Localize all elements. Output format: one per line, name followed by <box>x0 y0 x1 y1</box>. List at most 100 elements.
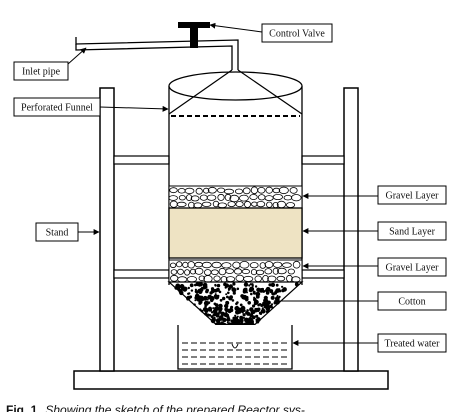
cotton-fiber <box>271 306 274 309</box>
cotton-fiber <box>242 313 246 317</box>
caption-text: Showing the sketch of the prepared React… <box>45 403 304 412</box>
cotton-fiber <box>199 296 205 302</box>
cotton-fiber <box>234 314 237 317</box>
cotton-fiber <box>189 283 194 288</box>
gravel-stone <box>211 261 222 269</box>
gravel-stone <box>190 195 200 202</box>
cotton-fiber <box>219 308 222 311</box>
label-cotton: Cotton <box>377 291 447 311</box>
cotton-fiber <box>242 316 245 319</box>
cotton-fiber <box>232 288 237 293</box>
cotton-fiber <box>263 295 268 300</box>
cotton-fiber <box>262 301 266 306</box>
cotton-fiber <box>208 308 213 312</box>
cotton-fiber <box>265 310 269 314</box>
gravel-stone <box>233 268 243 275</box>
label-stand: Stand <box>35 222 79 242</box>
cotton-fiber <box>245 311 249 315</box>
cotton-fiber <box>241 296 245 300</box>
cotton-fiber <box>214 284 217 287</box>
cotton-fiber <box>270 282 276 287</box>
gravel-stone <box>201 201 212 207</box>
cotton-fiber <box>274 291 277 295</box>
gravel-stone <box>186 194 193 202</box>
cotton-fiber <box>218 310 222 314</box>
cotton-fiber <box>199 308 202 311</box>
cotton-fiber <box>226 307 228 309</box>
cotton-fiber <box>254 285 258 288</box>
cotton-fiber <box>241 311 244 314</box>
gravel-stone <box>255 269 265 276</box>
cotton-fiber <box>258 311 263 315</box>
gravel-stone <box>213 275 221 282</box>
cotton-fiber <box>265 288 269 293</box>
gravel-layer-bottom-label: Gravel Layer <box>385 263 439 274</box>
gravel-stone <box>221 262 232 269</box>
gravel-stone <box>264 268 273 275</box>
cotton-fiber <box>251 283 254 286</box>
cotton-fiber <box>198 301 202 305</box>
gravel-stone <box>239 260 250 269</box>
stand-right-post <box>343 87 359 372</box>
gravel-stone <box>207 186 217 194</box>
gravel-stone <box>170 269 178 275</box>
gravel-stone <box>251 201 258 207</box>
cotton-fiber <box>216 283 221 288</box>
cotton-fiber <box>266 300 271 305</box>
gravel-stone <box>276 275 286 282</box>
control-valve <box>178 22 210 48</box>
gravel-stone <box>272 187 281 194</box>
label-gravel-layer-bottom: Gravel Layer <box>377 257 447 277</box>
gravel-stone <box>292 260 301 269</box>
treated-water-tray <box>177 325 293 370</box>
gravel-stone <box>184 187 195 194</box>
gravel-stone <box>257 187 266 194</box>
cotton-fiber <box>194 296 198 300</box>
cotton-fiber <box>204 304 207 308</box>
inlet-pipe-label: Inlet pipe <box>22 67 61 78</box>
gravel-stone <box>217 193 225 201</box>
gravel-stone <box>223 188 235 195</box>
gravel-stone <box>272 261 283 268</box>
cotton-fiber <box>225 313 230 318</box>
cotton-fiber <box>250 313 254 317</box>
cotton-fiber <box>212 313 216 317</box>
cotton-fiber <box>248 288 253 293</box>
cotton-fiber <box>250 320 254 324</box>
arrow-control-valve <box>209 22 263 33</box>
gravel-stone <box>195 187 203 195</box>
gravel-stone <box>272 193 283 200</box>
gravel-layer-top-label: Gravel Layer <box>385 191 439 202</box>
gravel-stone <box>189 268 197 275</box>
cotton-fiber <box>222 296 226 301</box>
cotton-fiber <box>209 296 215 301</box>
gravel-stone <box>287 268 295 275</box>
cotton-fiber <box>218 315 224 321</box>
label-perforated-funnel: Perforated Funnel <box>13 97 101 117</box>
label-inlet-pipe: Inlet pipe <box>13 61 69 81</box>
cotton-fiber <box>205 289 209 294</box>
cotton-fiber <box>231 299 235 302</box>
cotton-fiber <box>228 289 230 291</box>
cotton-fiber <box>257 317 260 320</box>
treated-water-label: Treated water <box>385 339 441 350</box>
cotton-fiber <box>235 302 238 306</box>
cotton-fiber <box>210 315 214 319</box>
cotton-fiber <box>255 291 261 297</box>
cotton-fiber <box>270 303 274 306</box>
cotton-fiber <box>228 296 233 301</box>
gravel-stone <box>259 262 266 269</box>
gravel-stone <box>235 201 244 208</box>
gravel-stone <box>206 194 217 201</box>
cotton-fiber <box>193 303 196 306</box>
cotton-fiber <box>198 284 201 287</box>
cotton-fiber <box>275 283 279 287</box>
cotton-fiber <box>250 292 253 296</box>
cotton-fiber <box>212 308 218 314</box>
arrow-perforated-funnel <box>99 105 169 112</box>
cotton-fiber <box>248 284 251 287</box>
cotton-fiber <box>200 309 204 313</box>
control-valve-label: Control Valve <box>269 29 325 40</box>
